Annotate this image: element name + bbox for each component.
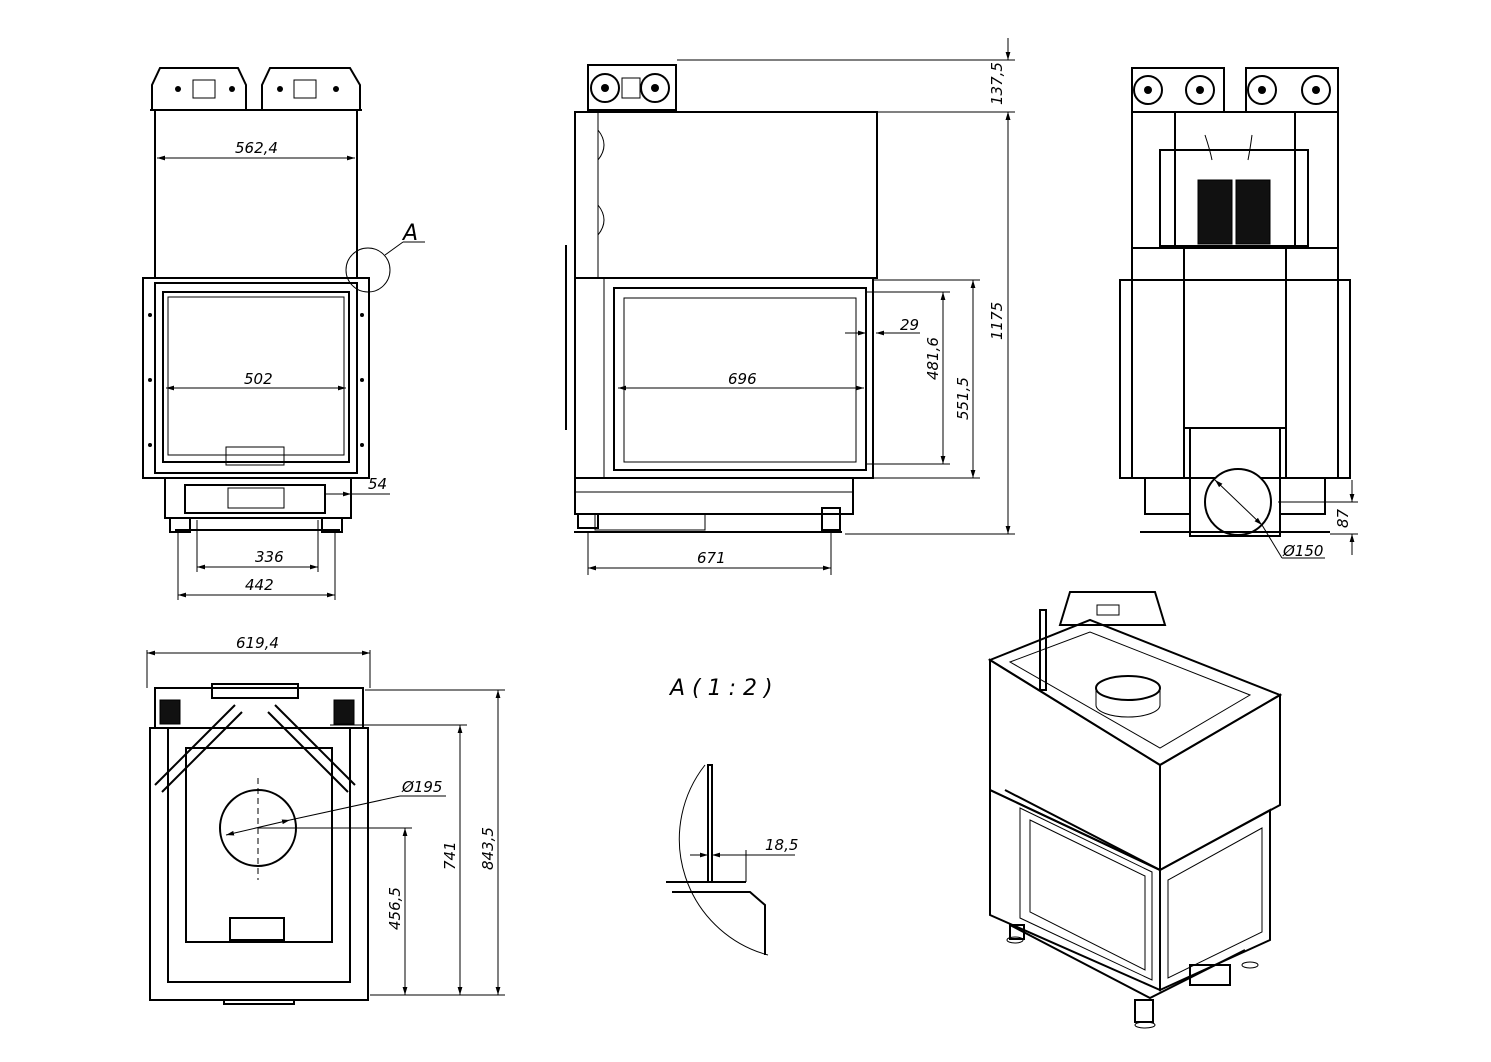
dim-619-4: 619,4: [236, 634, 279, 652]
dim-137-5: 137,5: [988, 62, 1006, 105]
dim-843-5: 843,5: [479, 827, 497, 870]
detail-view-a: A ( 1 : 2 ) 18,5: [666, 676, 798, 956]
top-view: 619,4 Ø195 456,5 741 843,5: [146, 634, 505, 1005]
dim-dia-195: Ø195: [401, 778, 442, 796]
dim-671: 671: [697, 549, 726, 567]
back-view: 87 Ø150: [1119, 67, 1358, 560]
dim-29: 29: [900, 316, 919, 334]
dim-54: 54: [368, 475, 387, 493]
dim-551-5: 551,5: [954, 377, 972, 420]
dim-456-5: 456,5: [386, 887, 404, 930]
isometric-view: [987, 591, 1283, 1029]
dim-481-6: 481,6: [924, 337, 942, 380]
side-view: 137,5 1175 29 481,6 551,5 696 671: [565, 38, 1015, 575]
detail-title: A ( 1 : 2 ): [668, 676, 773, 701]
detail-a-callout: A: [401, 221, 418, 246]
dim-741: 741: [441, 841, 459, 870]
dim-336: 336: [255, 548, 284, 566]
dim-87: 87: [1334, 508, 1352, 528]
dim-696: 696: [728, 370, 757, 388]
dim-502: 502: [244, 370, 273, 388]
dim-562-4: 562,4: [235, 139, 278, 157]
dim-442: 442: [245, 576, 274, 594]
dim-1175: 1175: [988, 302, 1006, 340]
front-view: A 562,4 502 54 336 442: [142, 67, 425, 600]
dim-18-5: 18,5: [765, 836, 798, 854]
dim-dia-150: Ø150: [1282, 542, 1323, 560]
